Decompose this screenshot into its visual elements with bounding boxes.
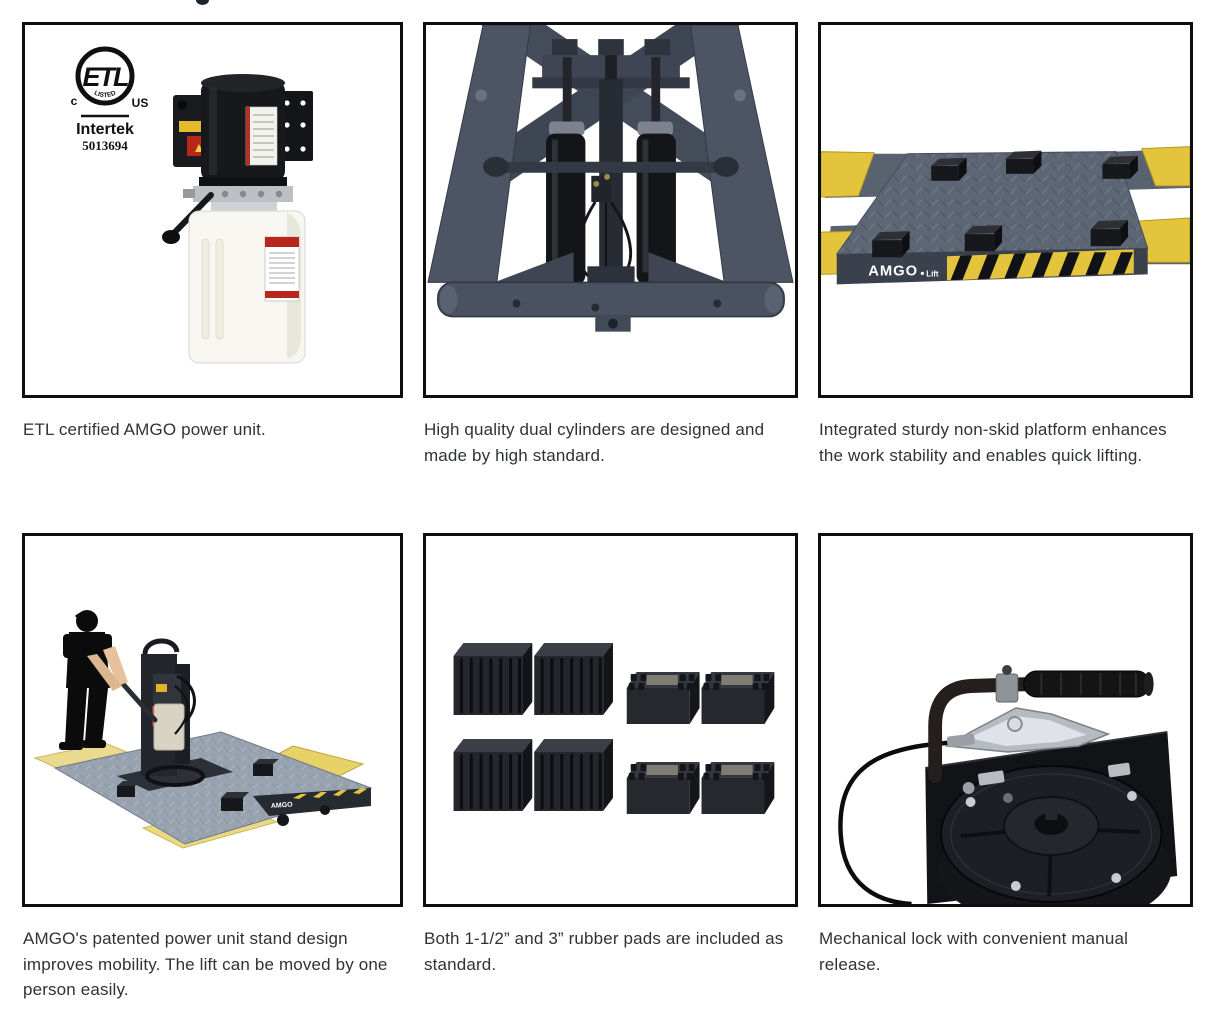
svg-text:LISTED: LISTED xyxy=(93,90,117,100)
feature-caption: Mechanical lock with convenient manual r… xyxy=(819,929,1129,974)
rubber-blocks xyxy=(872,150,1138,258)
motor xyxy=(201,74,285,181)
lock-disc xyxy=(939,762,1172,904)
ramp-upper-right xyxy=(1141,146,1190,187)
mechanical-lock-photo-frame xyxy=(818,533,1193,907)
coiled-hose xyxy=(145,765,205,787)
rubber-pads-photo-frame xyxy=(423,533,798,907)
svg-text:Lift: Lift xyxy=(926,269,939,278)
person-silhouette xyxy=(59,610,128,750)
center-column xyxy=(483,55,739,289)
cylinders-photo-frame xyxy=(423,22,798,398)
mobility-photo: AMGO xyxy=(33,610,373,849)
power-unit-stand xyxy=(117,638,233,791)
feature-card-rubber-pads: Both 1-1/2” and 3” rubber pads are inclu… xyxy=(423,533,798,1003)
tall-rubber-pads xyxy=(453,643,613,811)
feature-card-mechanical-lock: Mechanical lock with convenient manual r… xyxy=(818,533,1193,1003)
platform-illustration: AMGO Lift xyxy=(821,146,1190,285)
svg-text:AMGO: AMGO xyxy=(271,801,294,810)
power-unit-photo: ETL LISTED c US Intertek 5013694 xyxy=(71,46,313,364)
feature-caption: ETL certified AMGO power unit. xyxy=(23,420,266,439)
svg-text:c: c xyxy=(71,94,78,108)
power-unit-photo-frame: ETL LISTED c US Intertek 5013694 xyxy=(22,22,403,398)
power-unit-illustration xyxy=(162,74,313,364)
feature-card-power-unit: ETL LISTED c US Intertek 5013694 xyxy=(22,22,403,533)
feature-caption: Both 1-1/2” and 3” rubber pads are inclu… xyxy=(424,929,784,974)
reservoir-tank xyxy=(188,210,306,364)
svg-text:ETL: ETL xyxy=(83,62,129,92)
mobility-photo-frame: AMGO xyxy=(22,533,403,907)
feature-card-mobility: AMGO xyxy=(22,533,403,1003)
manual-release-lever xyxy=(944,665,1111,753)
lift-platform: AMGO xyxy=(33,731,373,849)
pull-handle xyxy=(120,681,158,723)
svg-text:AMGO: AMGO xyxy=(868,262,918,279)
mechanical-lock-photo xyxy=(838,665,1178,904)
platform-photo: AMGO Lift xyxy=(821,146,1190,285)
amgo-logo: AMGO Lift xyxy=(868,262,939,279)
svg-text:US: US xyxy=(132,96,149,110)
feature-card-cylinders: High quality dual cylinders are designed… xyxy=(423,22,798,533)
cropped-heading-artifact xyxy=(196,0,209,5)
etl-logo-icon: ETL LISTED c US Intertek 5013694 xyxy=(71,46,149,153)
base-beam xyxy=(437,252,785,332)
feature-caption: AMGO's patented power unit stand design … xyxy=(23,929,388,999)
mobility-skirt xyxy=(253,788,371,816)
handlebar xyxy=(928,670,1154,783)
rubber-pads-photo xyxy=(453,643,775,814)
ramp-upper-left xyxy=(821,151,875,198)
svg-text:Intertek: Intertek xyxy=(76,121,134,138)
feature-card-platform: AMGO Lift xyxy=(818,22,1193,533)
platform-photo-frame: AMGO Lift xyxy=(818,22,1193,398)
cylinders-photo xyxy=(427,25,794,332)
pump-manifold xyxy=(183,177,293,211)
feature-caption: Integrated sturdy non-skid platform enha… xyxy=(819,420,1167,465)
svg-text:5013694: 5013694 xyxy=(82,138,128,153)
release-cable xyxy=(838,739,969,904)
feature-caption: High quality dual cylinders are designed… xyxy=(424,420,765,465)
flat-rubber-pads xyxy=(626,672,775,814)
